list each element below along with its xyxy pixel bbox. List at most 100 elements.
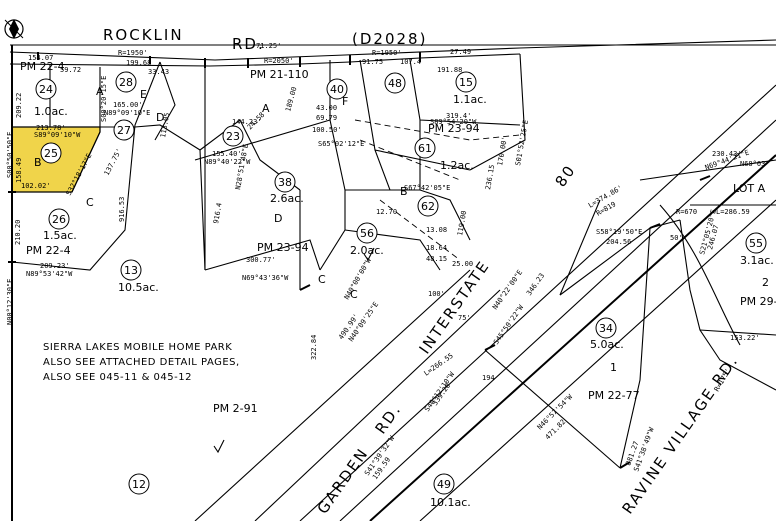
parcel-56[interactable]: 56 2.0ac. <box>350 222 384 257</box>
road-code-label: (D2028) <box>352 30 427 48</box>
parcel-28[interactable]: 28 <box>115 71 137 93</box>
svg-text:R=1950': R=1950' <box>372 49 402 57</box>
svg-text:PM 29-: PM 29- <box>740 295 776 308</box>
svg-text:3.1ac.: 3.1ac. <box>740 254 774 267</box>
parcel-49[interactable]: 49 10.1ac. <box>430 473 471 509</box>
svg-text:R=2050': R=2050' <box>264 57 294 65</box>
parcel-25[interactable]: 25 <box>40 142 62 164</box>
svg-text:PM 22-77: PM 22-77 <box>588 389 640 402</box>
svg-text:10.5ac.: 10.5ac. <box>118 281 159 294</box>
parcel-13[interactable]: 13 10.5ac. <box>118 259 159 294</box>
svg-text:322.84: 322.84 <box>310 335 318 360</box>
svg-text:PM 22-4: PM 22-4 <box>26 244 71 257</box>
parcel-26[interactable]: 26 1.5ac. <box>43 208 77 242</box>
svg-text:S89°09'10"W: S89°09'10"W <box>34 131 81 139</box>
parcel-62[interactable]: 62 <box>417 195 439 217</box>
svg-text:55: 55 <box>749 237 763 250</box>
svg-text:10.1ac.: 10.1ac. <box>430 496 471 509</box>
parcel-34[interactable]: 34 5.0ac. <box>590 317 624 351</box>
svg-text:R=1950': R=1950' <box>118 49 148 57</box>
svg-text:N89°53'42"W: N89°53'42"W <box>26 270 73 278</box>
svg-text:B: B <box>400 185 408 198</box>
svg-text:PM 2-91: PM 2-91 <box>213 402 258 415</box>
svg-text:R=670: R=670 <box>676 208 697 216</box>
svg-text:S00°50'50"E: S00°50'50"E <box>6 132 14 178</box>
parcel-15[interactable]: 15 1.1ac. <box>453 71 487 106</box>
svg-text:91.75: 91.75 <box>362 58 383 66</box>
parcel-23[interactable]: 23 <box>222 125 244 147</box>
svg-text:ALSO SEE ATTACHED DETAIL PAGES: ALSO SEE ATTACHED DETAIL PAGES, <box>43 357 240 368</box>
svg-text:N69°43'36"W: N69°43'36"W <box>242 274 289 282</box>
rocklin-road-lines <box>9 39 776 67</box>
parcel-40[interactable]: 40 <box>326 78 348 100</box>
svg-text:12: 12 <box>132 478 146 491</box>
svg-text:5.0ac.: 5.0ac. <box>590 338 624 351</box>
svg-text:61: 61 <box>418 142 432 155</box>
svg-text:209.22: 209.22 <box>15 93 23 118</box>
parcel-38[interactable]: 38 2.6ac. <box>270 171 304 205</box>
svg-text:A: A <box>96 85 104 98</box>
svg-text:154.07: 154.07 <box>28 54 53 62</box>
dashed-lines <box>354 119 521 261</box>
svg-text:100': 100' <box>428 290 445 298</box>
svg-text:E: E <box>140 88 147 101</box>
svg-text:15: 15 <box>459 76 473 89</box>
svg-text:210.20: 210.20 <box>14 220 22 245</box>
plat-references: PM 22-4 PM 22-4 PM 21-110 PM 23-94 PM 23… <box>20 60 776 415</box>
parcel-55[interactable]: 55 3.1ac. <box>740 232 774 267</box>
svg-text:38: 38 <box>278 176 292 189</box>
svg-text:75': 75' <box>458 314 471 322</box>
svg-text:26: 26 <box>52 213 66 226</box>
svg-text:59.72: 59.72 <box>60 66 81 74</box>
svg-text:48: 48 <box>388 77 402 90</box>
svg-text:28: 28 <box>119 76 133 89</box>
svg-text:A: A <box>262 102 270 115</box>
lot-a-label: LOT A <box>733 182 766 195</box>
svg-text:2.6ac.: 2.6ac. <box>270 192 304 205</box>
svg-text:916.53: 916.53 <box>118 197 126 222</box>
svg-text:1.0ac.: 1.0ac. <box>34 105 68 118</box>
svg-text:D: D <box>156 111 164 124</box>
svg-text:D: D <box>274 212 282 225</box>
parcel-27[interactable]: 27 <box>113 119 135 141</box>
svg-text:S65°02'12"E: S65°02'12"E <box>318 140 364 148</box>
svg-text:25.00: 25.00 <box>452 260 473 268</box>
svg-text:13.08: 13.08 <box>426 226 447 234</box>
parcel-24[interactable]: 24 1.0ac. <box>34 78 68 118</box>
svg-text:916.4: 916.4 <box>212 202 224 224</box>
svg-text:194: 194 <box>482 374 495 382</box>
svg-text:165.00': 165.00' <box>113 101 143 109</box>
svg-text:23: 23 <box>226 130 240 143</box>
garden-road-lines <box>194 84 776 521</box>
svg-text:1.2ac.: 1.2ac. <box>440 159 474 172</box>
svg-text:C: C <box>86 196 94 209</box>
svg-text:S58°19'50"E: S58°19'50"E <box>596 228 642 236</box>
svg-text:N89°40'22"W: N89°40'22"W <box>204 158 251 166</box>
north-arrow-icon <box>4 19 24 39</box>
tick-marks <box>8 52 711 469</box>
svg-text:209.23': 209.23' <box>40 262 70 270</box>
svg-text:24: 24 <box>39 83 53 96</box>
svg-text:144.23': 144.23' <box>232 118 262 126</box>
svg-text:N89°09'10"E: N89°09'10"E <box>104 109 150 117</box>
parcel-12[interactable]: 12 <box>128 473 150 495</box>
svg-text:230.43': 230.43' <box>712 150 742 158</box>
svg-text:C: C <box>350 288 358 301</box>
parcel-61[interactable]: 61 1.2ac. <box>414 137 474 172</box>
svg-text:S67°42'05"E: S67°42'05"E <box>404 184 450 192</box>
svg-text:56: 56 <box>360 227 374 240</box>
svg-text:319.4': 319.4' <box>446 112 471 120</box>
svg-text:48.15: 48.15 <box>426 255 447 263</box>
svg-text:1.5ac.: 1.5ac. <box>43 229 77 242</box>
svg-text:ALSO SEE 045-11 & 045-12: ALSO SEE 045-11 & 045-12 <box>43 372 192 383</box>
parcel-48[interactable]: 48 <box>384 72 406 94</box>
svg-text:PM 22-4: PM 22-4 <box>20 60 65 73</box>
svg-text:300.77': 300.77' <box>246 256 276 264</box>
svg-text:PM 23-94: PM 23-94 <box>428 122 480 135</box>
svg-text:71.25': 71.25' <box>256 42 281 50</box>
lot-letters: A B C D E F A B C D C 1 2 <box>34 85 769 374</box>
svg-text:50': 50' <box>670 234 683 242</box>
svg-text:33.43: 33.43 <box>148 68 169 76</box>
svg-text:191.88: 191.88 <box>437 66 462 74</box>
svg-text:PM 21-110: PM 21-110 <box>250 68 309 81</box>
